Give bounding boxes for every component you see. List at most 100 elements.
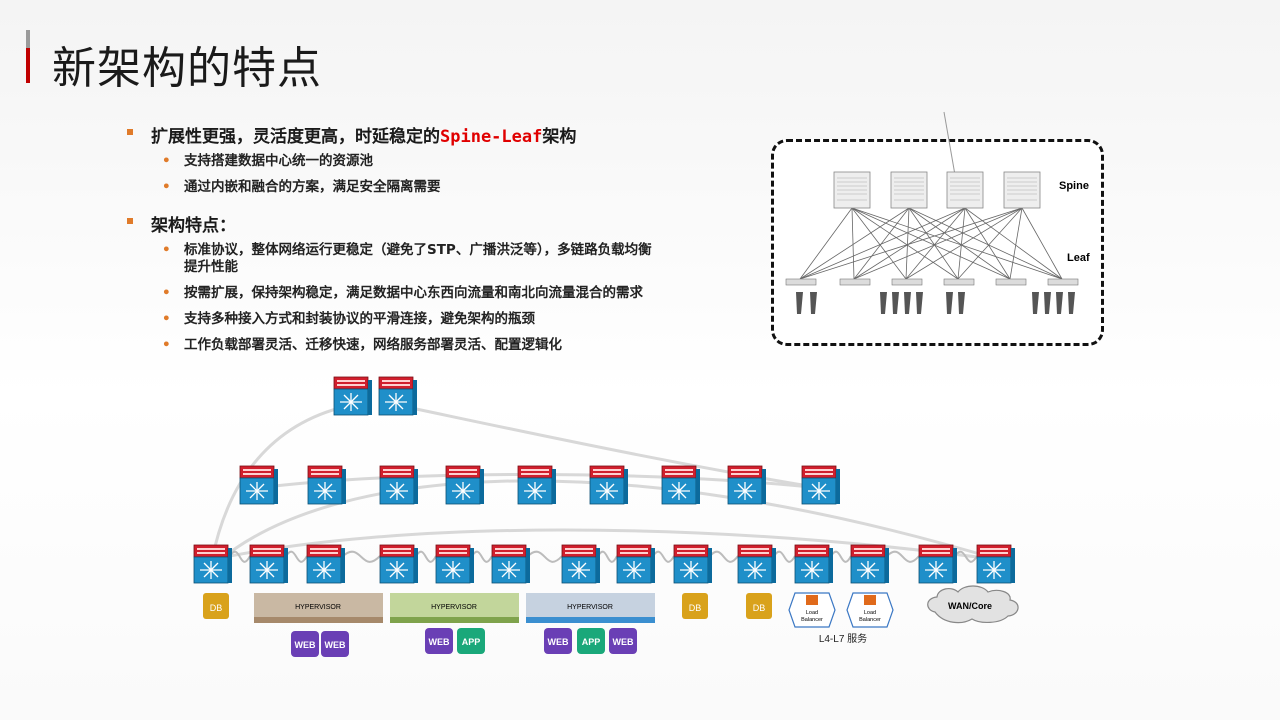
access-switch-icon: [976, 544, 1016, 584]
dot-bullet-icon: •: [162, 179, 171, 195]
aggregation-switch-icon: [589, 465, 629, 505]
access-switch-icon: [918, 544, 958, 584]
section2-heading: 架构特点：: [151, 216, 236, 236]
sub-bullet-text: 标准协议，整体网络运行更稳定（避免了STP、广播洪泛等），多链路负载均衡提升性能: [184, 242, 652, 275]
aggregation-switch-icon: [661, 465, 701, 505]
leaf-switch-icon: [839, 278, 871, 286]
spine-switch-icon: [833, 171, 871, 209]
hypervisor-block: HYPERVISOR: [390, 593, 519, 623]
square-bullet-icon: [127, 129, 133, 135]
sub-bullet: • 标准协议，整体网络运行更稳定（避免了STP、广播洪泛等），多链路负载均衡提升性…: [125, 242, 685, 276]
svg-text:WEB: WEB: [548, 637, 569, 647]
lb-label-line2: Balancer: [801, 617, 823, 623]
aggregation-switch-icon: [307, 465, 347, 505]
sub-bullet: • 工作负载部署灵活、迁移快速，网络服务部署灵活、配置逻辑化: [125, 337, 685, 354]
spine-leaf-figure: Spine Leaf: [785, 111, 1090, 314]
access-switch-icon: [561, 544, 601, 584]
web-vm-icon: WEB: [321, 631, 349, 657]
server-icon: [1044, 292, 1051, 314]
sub-bullet-text: 工作负载部署灵活、迁移快速，网络服务部署灵活、配置逻辑化: [184, 337, 562, 353]
bullet-section-1: 扩展性更强，灵活度更高，时延稳定的Spine-Leaf架构: [125, 122, 685, 147]
server-icon: [880, 292, 887, 314]
lb-label-line2: Balancer: [859, 617, 881, 623]
load-balancer-icon: Load Balancer: [788, 592, 836, 628]
sub-bullet-text: 支持多种接入方式和封装协议的平滑连接，避免架构的瓶颈: [184, 311, 535, 327]
db-label: DB: [753, 603, 766, 613]
access-switch-icon: [379, 544, 419, 584]
server-icon: [796, 292, 803, 314]
server-icon: [1068, 292, 1075, 314]
section1-suffix: 架构: [542, 127, 577, 147]
aggregation-switch-icon: [379, 465, 419, 505]
load-balancer-icon: Load Balancer: [846, 592, 894, 628]
server-icon: [1032, 292, 1039, 314]
dot-bullet-icon: •: [162, 242, 171, 258]
spine-switch-icon: [1003, 171, 1041, 209]
hypervisor-label: HYPERVISOR: [431, 604, 477, 611]
db-label: DB: [210, 603, 223, 613]
svg-text:WEB: WEB: [429, 637, 450, 647]
title-accent-bar: [26, 30, 30, 83]
spine-label: Spine: [1059, 180, 1089, 192]
svg-text:WEB: WEB: [295, 640, 316, 650]
bullet-section-2: 架构特点：: [125, 211, 685, 236]
core-switch-icon: [333, 376, 373, 416]
svg-text:WEB: WEB: [325, 640, 346, 650]
section1-highlight: Spine-Leaf: [440, 127, 543, 147]
sub-bullet: • 通过内嵌和融合的方案，满足安全隔离需要: [125, 179, 685, 196]
server-icon: [904, 292, 911, 314]
db-label: DB: [689, 603, 702, 613]
server-icon: [916, 292, 923, 314]
dot-bullet-icon: •: [162, 337, 171, 353]
bullet-list: 扩展性更强，灵活度更高，时延稳定的Spine-Leaf架构 • 支持搭建数据中心统…: [125, 122, 685, 363]
sub-bullet: • 支持多种接入方式和封装协议的平滑连接，避免架构的瓶颈: [125, 311, 685, 328]
db-icon: DB: [682, 593, 708, 619]
services-label: L4-L7 服务: [819, 632, 867, 645]
spine-switch-icon: [890, 171, 928, 209]
svg-text:WEB: WEB: [613, 637, 634, 647]
aggregation-switch-icon: [239, 465, 279, 505]
dot-bullet-icon: •: [162, 153, 171, 169]
app-vm-icon: APP: [577, 628, 605, 654]
section1-prefix: 扩展性更强，灵活度更高，时延稳定的: [151, 127, 440, 147]
access-switch-icon: [673, 544, 713, 584]
web-vm-icon: WEB: [291, 631, 319, 657]
page-title: 新架构的特点: [52, 43, 322, 94]
leaf-switch-icon: [943, 278, 975, 286]
server-icon: [958, 292, 965, 314]
aggregation-switch-icon: [727, 465, 767, 505]
hypervisor-label: HYPERVISOR: [295, 604, 341, 611]
access-switch-icon: [850, 544, 890, 584]
sub-bullet: • 按需扩展，保持架构稳定，满足数据中心东西向流量和南北向流量混合的需求: [125, 285, 685, 302]
server-icon: [1056, 292, 1063, 314]
server-icon: [892, 292, 899, 314]
title-accent-bar-top: [26, 30, 30, 48]
leaf-switch-icon: [891, 278, 923, 286]
db-icon: DB: [203, 593, 229, 619]
dot-bullet-icon: •: [162, 285, 171, 301]
server-icon: [946, 292, 953, 314]
lb-label-line1: Load: [864, 610, 876, 616]
svg-text:APP: APP: [582, 637, 601, 647]
svg-text:APP: APP: [462, 637, 481, 647]
web-vm-icon: WEB: [544, 628, 572, 654]
leaf-switch-icon: [1047, 278, 1079, 286]
sub-bullet-text: 按需扩展，保持架构稳定，满足数据中心东西向流量和南北向流量混合的需求: [184, 285, 643, 301]
sub-bullet-text: 支持搭建数据中心统一的资源池: [184, 153, 373, 169]
access-switch-icon: [737, 544, 777, 584]
app-vm-icon: APP: [457, 628, 485, 654]
sub-bullet: • 支持搭建数据中心统一的资源池: [125, 153, 685, 170]
server-icon: [810, 292, 817, 314]
aggregation-switch-icon: [517, 465, 557, 505]
wan-label: WAN/Core: [948, 601, 992, 611]
access-switch-icon: [616, 544, 656, 584]
db-icon: DB: [746, 593, 772, 619]
leaf-switch-icon: [785, 278, 817, 286]
square-bullet-icon: [127, 218, 133, 224]
sub-bullet-text: 通过内嵌和融合的方案，满足安全隔离需要: [184, 179, 441, 195]
web-vm-icon: WEB: [425, 628, 453, 654]
access-switch-icon: [794, 544, 834, 584]
core-switch-icon: [378, 376, 418, 416]
dot-bullet-icon: •: [162, 311, 171, 327]
aggregation-switch-icon: [445, 465, 485, 505]
